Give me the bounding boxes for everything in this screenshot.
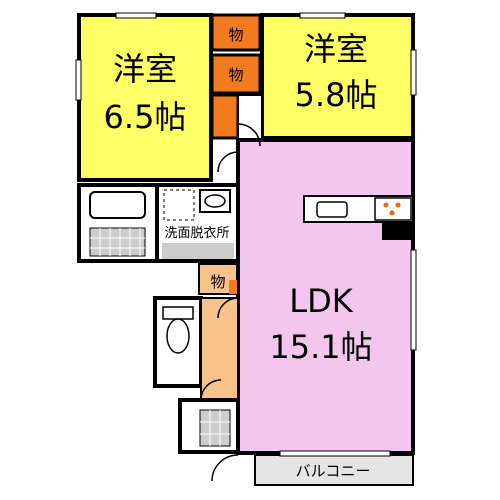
- western-room-2: [260, 13, 415, 140]
- washroom-gray-area: [162, 243, 234, 259]
- window: [115, 12, 157, 19]
- washroom-label: 洗面脱衣所: [164, 225, 229, 241]
- western-room-2-name: 洋室: [304, 30, 368, 68]
- window: [410, 249, 417, 351]
- stove-burner-icon: [383, 202, 389, 208]
- bath-tile-grid: [90, 228, 145, 256]
- ldk-size: 15.1帖: [269, 328, 372, 366]
- washing-machine-space: [163, 189, 195, 221]
- door-swing-icon: [217, 297, 239, 319]
- window: [299, 12, 346, 19]
- wash-basin-bowl: [204, 194, 226, 208]
- storage-label-2: 物: [228, 66, 243, 84]
- western-room-2-size: 5.8帖: [295, 76, 378, 114]
- toilet-tank: [162, 306, 194, 320]
- kitchen-stove: [374, 197, 412, 221]
- storage-closet-1: [210, 13, 262, 52]
- kitchen-pillar: [382, 222, 413, 240]
- storage-label-3: 物: [210, 273, 225, 291]
- bathtub: [89, 191, 146, 219]
- western-room-1-name: 洋室: [113, 50, 177, 88]
- ldk-name: LDK: [289, 282, 353, 320]
- door-swing-icon: [237, 123, 261, 147]
- door-swing-icon: [217, 151, 239, 173]
- storage-closet-3: [210, 93, 240, 140]
- stove-burner-icon: [395, 202, 401, 208]
- storage-closet-4-mark: [229, 280, 237, 294]
- storage-closet-2: [210, 53, 262, 95]
- storage-label-1: 物: [228, 26, 243, 44]
- door-swing-icon: [200, 379, 222, 401]
- door-swing-icon: [211, 454, 239, 482]
- western-room-1-size: 6.5帖: [104, 98, 187, 136]
- bath-floor-tiles: [89, 227, 146, 257]
- window: [279, 450, 391, 457]
- kitchen-sink: [316, 201, 348, 218]
- balcony: [254, 454, 414, 486]
- balcony-label: バルコニー: [296, 462, 371, 480]
- entrance-tile-grid: [200, 410, 230, 446]
- stove-burner-icon: [389, 210, 395, 216]
- ldk-room: [236, 138, 415, 455]
- window: [75, 59, 82, 101]
- hallway: [200, 297, 239, 407]
- window: [410, 49, 417, 96]
- entrance-tiles: [199, 409, 231, 447]
- toilet-bowl: [166, 318, 190, 354]
